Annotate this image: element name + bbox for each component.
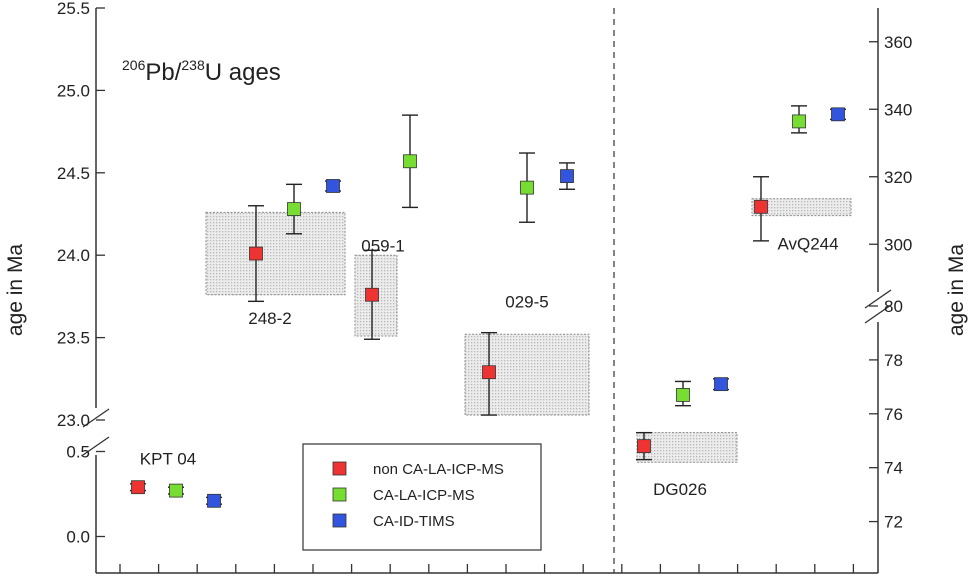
marker-avq244-ca_id [831,107,845,122]
right_lower-tick-label-78: 78 [884,351,903,370]
left_upper-tick-label-24-0: 24.0 [57,246,90,265]
left_upper-tick-label-25-0: 25.0 [57,81,90,100]
legend-label-ca-la: CA-LA-ICP-MS [373,487,475,504]
marker-248-2-ca_id [326,179,340,193]
left_lower-tick-label-0-5: 0.5 [66,443,90,462]
marker-029-5-non_ca [482,365,496,380]
axes [82,7,892,574]
right_upper-tick-label-300: 300 [884,235,912,254]
sample-label-029-5: 029-5 [505,292,548,311]
chart-title: 206Pb/238U ages [122,57,281,86]
right_lower-tick-label-80: 80 [884,297,903,316]
legend-marker-ca-id [332,513,347,528]
left-axis-break-mark-2 [82,436,110,456]
title-element-u: U ages [205,59,281,86]
left_upper-tick-label-24-5: 24.5 [57,164,90,183]
title-element-pb: Pb/ [145,59,181,86]
legend-label-ca-id: CA-ID-TIMS [373,513,455,530]
y-axis-right-title: age in Ma [945,244,968,337]
marker-avq244-non_ca [754,199,768,214]
range-box-dg026 [636,432,738,463]
legend: non CA-LA-ICP-MS CA-LA-ICP-MS CA-ID-TIMS [302,443,542,551]
left-axis-break-mark-1 [82,408,110,428]
marker-kpt-04-ca_la [169,483,183,498]
tick-labels: 25.5 25.0 24.5 24.0 23.5 23.0 0.5 0.0 360 340 320 3… [57,0,912,547]
sample-label-avq244: AvQ244 [777,235,838,254]
legend-marker-non-ca [332,461,347,476]
right-axis-break-mark-2 [864,304,892,324]
marker-029-5-ca_id [560,169,574,183]
right_lower-tick-label-76: 76 [884,405,903,424]
range-box-avq244 [751,198,852,217]
sample-label-059-1: 059-1 [361,236,404,255]
sample-label-dg026: DG026 [653,480,707,499]
marker-dg026-ca_id [714,377,728,392]
left_upper-tick-label-23-5: 23.5 [57,329,90,348]
sample-label-kpt-04: KPT 04 [140,449,196,468]
marker-248-2-non_ca [249,246,263,261]
right_upper-tick-label-340: 340 [884,100,912,119]
marker-dg026-ca_la [676,388,690,402]
range-boxes [205,198,852,463]
right_lower-tick-label-74: 74 [884,459,903,478]
right_upper-tick-label-320: 320 [884,168,912,187]
legend-marker-ca-la [332,487,347,502]
marker-kpt-04-non_ca [131,480,145,495]
right_upper-tick-label-360: 360 [884,33,912,52]
title-superscript-238: 238 [181,57,205,73]
marker-029-5-ca_la [520,180,534,195]
legend-label-non-ca: non CA-LA-ICP-MS [373,461,504,478]
marker-kpt-04-ca_id [207,493,221,508]
range-box-248-2 [205,211,346,296]
marker-059-1-non_ca [365,287,379,302]
title-superscript-206: 206 [122,57,146,73]
right-axis-break-mark-1 [864,289,892,309]
marker-059-1-ca_la [403,154,417,169]
data-markers [131,107,845,508]
left_lower-tick-label-0-0: 0.0 [66,528,90,547]
marker-248-2-ca_la [287,202,301,216]
right_lower-tick-label-72: 72 [884,513,903,532]
y-axis-left-title: age in Ma [4,244,27,337]
marker-avq244-ca_la [792,114,806,129]
marker-dg026-non_ca [637,439,651,454]
sample-label-248-2: 248-2 [248,309,291,328]
left_upper-tick-label-23-0: 23.0 [57,411,90,430]
left_upper-tick-label-25-5: 25.5 [57,0,90,18]
